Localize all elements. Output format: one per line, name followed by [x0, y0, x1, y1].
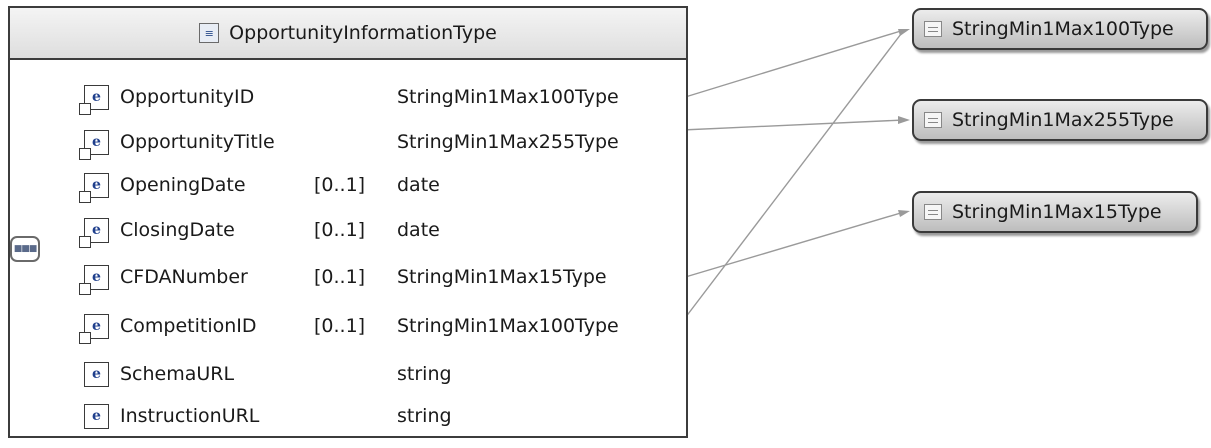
element-cardinality: [0..1]	[314, 315, 366, 337]
element-icon: e	[84, 403, 109, 429]
element-name: ClosingDate	[120, 219, 235, 241]
arrowhead	[898, 29, 910, 36]
arrowhead	[898, 210, 910, 217]
simple-type-icon	[924, 112, 942, 128]
complex-type-name: OpportunityInformationType	[229, 22, 497, 44]
complex-type-box: ≡ OpportunityInformationType	[8, 6, 688, 438]
complex-type-icon: ≡	[199, 23, 220, 43]
simple-type-name: StringMin1Max15Type	[952, 201, 1162, 223]
link-competition-id-to-type	[681, 29, 905, 323]
element-type: StringMin1Max100Type	[397, 86, 619, 108]
complex-type-header: ≡ OpportunityInformationType	[10, 8, 686, 60]
element-reference-icon: e	[79, 129, 109, 160]
simple-type-box-stringmin1max255type[interactable]: StringMin1Max255Type	[912, 99, 1208, 141]
element-reference-icon: e	[79, 264, 109, 295]
simple-type-name: StringMin1Max100Type	[952, 18, 1174, 40]
element-reference-icon: e	[79, 84, 109, 115]
element-name: CompetitionID	[120, 315, 257, 337]
element-icon: e	[84, 361, 109, 387]
element-name: CFDANumber	[120, 266, 248, 288]
arrowhead	[898, 116, 910, 124]
element-type: StringMin1Max100Type	[397, 315, 619, 337]
element-name: OpportunityID	[120, 86, 255, 108]
element-reference-icon: e	[79, 172, 109, 203]
element-type: date	[397, 219, 440, 241]
simple-type-name: StringMin1Max255Type	[952, 109, 1174, 131]
element-cardinality: [0..1]	[314, 266, 366, 288]
simple-type-box-stringmin1max100type[interactable]: StringMin1Max100Type	[912, 8, 1208, 50]
element-name: SchemaURL	[120, 363, 235, 385]
sequence-compositor-icon[interactable]: ■■■	[10, 236, 40, 262]
link-cfda-number-to-type	[681, 211, 905, 279]
element-reference-icon: e	[79, 217, 109, 248]
element-reference-icon: e	[79, 313, 109, 344]
element-type: StringMin1Max255Type	[397, 131, 619, 153]
element-cardinality: [0..1]	[314, 174, 366, 196]
element-type: string	[397, 363, 452, 385]
element-name: OpportunityTitle	[120, 131, 275, 153]
link-opportunity-title-to-type	[681, 119, 905, 131]
simple-type-icon	[924, 21, 942, 37]
element-type: StringMin1Max15Type	[397, 266, 607, 288]
simple-type-icon	[924, 204, 942, 220]
element-type: date	[397, 174, 440, 196]
element-name: OpeningDate	[120, 174, 246, 196]
link-opportunity-id-to-type	[681, 29, 905, 99]
element-name: InstructionURL	[120, 405, 260, 427]
element-type: string	[397, 405, 452, 427]
simple-type-box-stringmin1max15type[interactable]: StringMin1Max15Type	[912, 191, 1198, 233]
element-cardinality: [0..1]	[314, 219, 366, 241]
